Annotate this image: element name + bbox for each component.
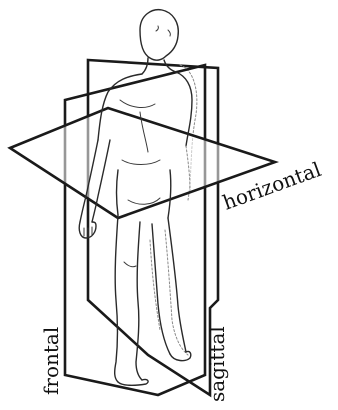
- sagittal-label: sagittal: [205, 326, 229, 402]
- head: [140, 10, 178, 61]
- frontal-label: frontal: [39, 327, 63, 395]
